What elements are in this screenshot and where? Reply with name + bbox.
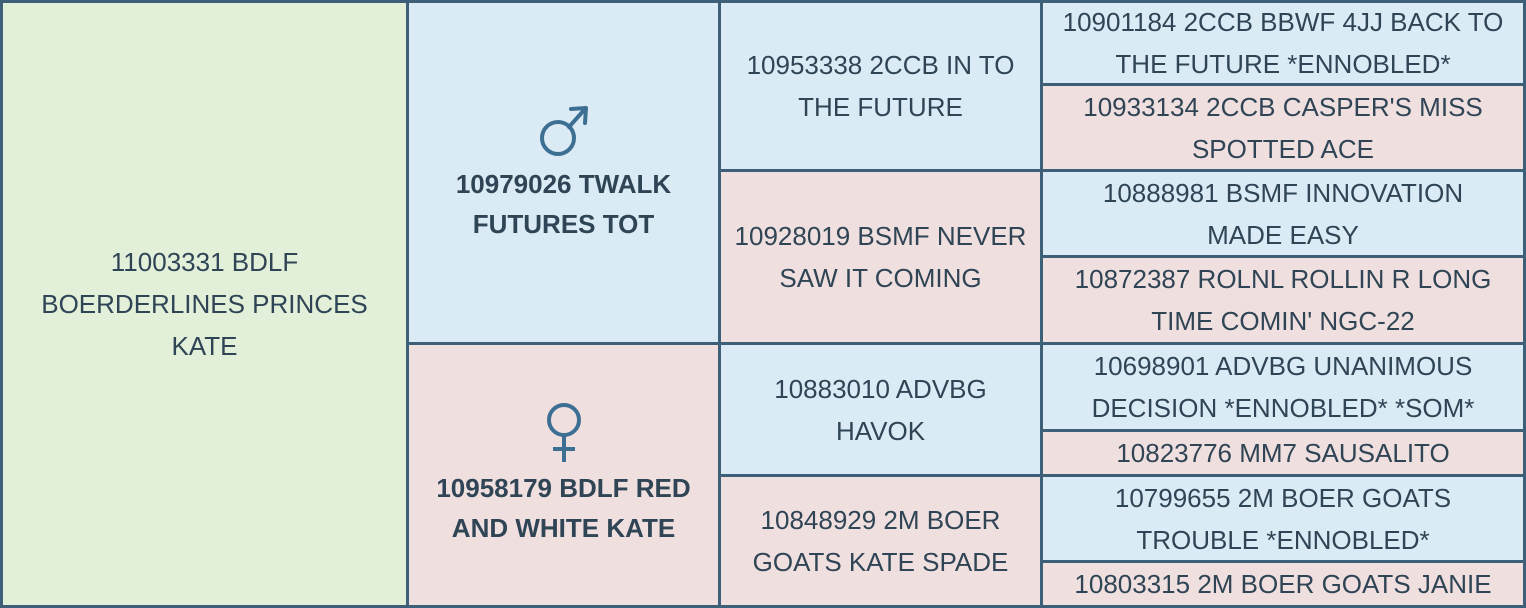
dam-sire-sire-name: 10698901 ADVBG UNANIMOUS DECISION *ENNOB… bbox=[1091, 351, 1475, 423]
dam-name: 10958179 BDLF RED AND WHITE KATE bbox=[436, 473, 691, 543]
sire-sire-dam-cell[interactable]: 10933134 2CCB CASPER'S MISS SPOTTED ACE bbox=[1040, 83, 1526, 172]
sire-sire-sire-name: 10901184 2CCB BBWF 4JJ BACK TO THE FUTUR… bbox=[1062, 7, 1504, 79]
sire-sire-cell[interactable]: 10953338 2CCB IN TO THE FUTURE bbox=[718, 0, 1043, 172]
sire-dam-dam-cell[interactable]: 10872387 ROLNL ROLLIN R LONG TIME COMIN'… bbox=[1040, 255, 1526, 345]
dam-dam-dam-name: 10803315 2M BOER GOATS JANIE bbox=[1074, 569, 1492, 599]
sire-dam-dam-name: 10872387 ROLNL ROLLIN R LONG TIME COMIN'… bbox=[1074, 264, 1492, 336]
dam-sire-sire-cell[interactable]: 10698901 ADVBG UNANIMOUS DECISION *ENNOB… bbox=[1040, 342, 1526, 432]
sire-sire-dam-name: 10933134 2CCB CASPER'S MISS SPOTTED ACE bbox=[1083, 91, 1483, 164]
subject-cell: 11003331 BDLF BOERDERLINES PRINCES KATE bbox=[0, 0, 409, 608]
dam-cell[interactable]: 10958179 BDLF RED AND WHITE KATE bbox=[406, 342, 721, 608]
sire-dam-sire-cell[interactable]: 10888981 BSMF INNOVATION MADE EASY bbox=[1040, 169, 1526, 258]
sire-name: 10979026 TWALK FUTURES TOT bbox=[455, 168, 672, 239]
dam-dam-cell[interactable]: 10848929 2M BOER GOATS KATE SPADE bbox=[718, 474, 1043, 608]
male-symbol-icon bbox=[539, 105, 588, 156]
dam-sire-cell[interactable]: 10883010 ADVBG HAVOK bbox=[718, 342, 1043, 477]
dam-sire-dam-cell[interactable]: 10823776 MM7 SAUSALITO bbox=[1040, 429, 1526, 477]
dam-dam-sire-name: 10799655 2M BOER GOATS TROUBLE *ENNOBLED… bbox=[1114, 482, 1452, 555]
dam-dam-dam-cell[interactable]: 10803315 2M BOER GOATS JANIE bbox=[1040, 560, 1526, 608]
sire-dam-sire-name: 10888981 BSMF INNOVATION MADE EASY bbox=[1102, 177, 1464, 250]
dam-sire-name: 10883010 ADVBG HAVOK bbox=[774, 373, 987, 446]
dam-dam-sire-cell[interactable]: 10799655 2M BOER GOATS TROUBLE *ENNOBLED… bbox=[1040, 474, 1526, 563]
female-symbol-icon bbox=[546, 403, 581, 462]
dam-sire-dam-name: 10823776 MM7 SAUSALITO bbox=[1116, 438, 1450, 468]
dam-dam-name: 10848929 2M BOER GOATS KATE SPADE bbox=[752, 505, 1009, 577]
subject-name: 11003331 BDLF BOERDERLINES PRINCES KATE bbox=[41, 247, 368, 361]
sire-dam-name: 10928019 BSMF NEVER SAW IT COMING bbox=[734, 221, 1027, 293]
sire-sire-name: 10953338 2CCB IN TO THE FUTURE bbox=[746, 50, 1015, 122]
sire-cell[interactable]: 10979026 TWALK FUTURES TOT bbox=[406, 0, 721, 345]
sire-dam-cell[interactable]: 10928019 BSMF NEVER SAW IT COMING bbox=[718, 169, 1043, 345]
sire-sire-sire-cell[interactable]: 10901184 2CCB BBWF 4JJ BACK TO THE FUTUR… bbox=[1040, 0, 1526, 86]
